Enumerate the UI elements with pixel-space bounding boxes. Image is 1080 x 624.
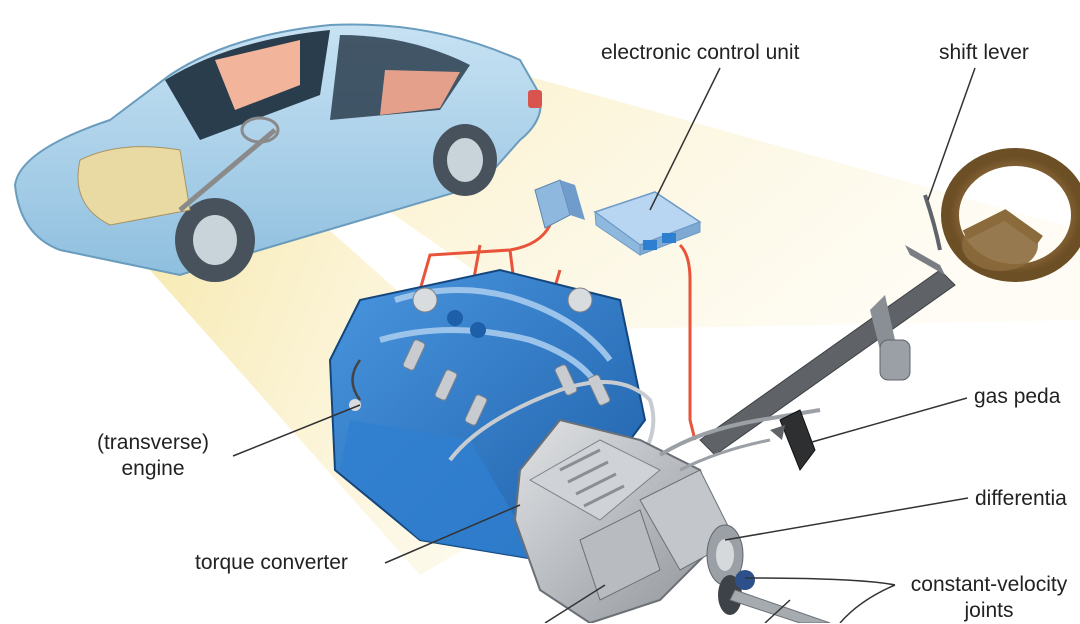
label-engine-line1: (transverse)	[96, 431, 210, 454]
leader-shift-lever	[927, 67, 976, 201]
label-constant-velocity-joints: constant-velocity joints	[898, 572, 1080, 624]
leader-ecu	[649, 67, 721, 211]
leader-lower-1	[544, 584, 606, 623]
label-differential: differentia	[975, 487, 1067, 510]
leader-cv-joint-2	[839, 584, 896, 623]
label-cv-line1: constant-velocity	[910, 573, 1068, 596]
car-illustration	[13, 23, 542, 282]
sensor-module	[534, 179, 585, 229]
label-shift-lever: shift lever	[939, 41, 1029, 64]
drive-shaft	[729, 570, 831, 623]
label-gas-pedal: gas peda	[974, 385, 1061, 408]
leader-torque-converter	[384, 504, 521, 564]
leader-cv-joint-1	[744, 577, 896, 586]
steering-wheel	[941, 148, 1080, 282]
leader-lower-2	[764, 599, 791, 623]
label-torque-converter: torque converter	[195, 551, 348, 574]
label-transverse-engine: (transverse) engine	[78, 430, 228, 482]
leader-differential	[724, 497, 969, 541]
leader-engine	[232, 404, 361, 457]
label-electronic-control-unit: electronic control unit	[601, 41, 800, 64]
leader-lines	[232, 67, 976, 623]
engine-block	[328, 268, 656, 562]
label-engine-line2: engine	[121, 457, 185, 480]
leader-gas-pedal	[811, 397, 968, 443]
ecu-box	[593, 191, 702, 256]
steering-column	[658, 194, 956, 472]
label-cv-line2: joints	[964, 599, 1014, 622]
gas-pedal	[770, 409, 816, 472]
transaxle-housing	[513, 418, 744, 623]
